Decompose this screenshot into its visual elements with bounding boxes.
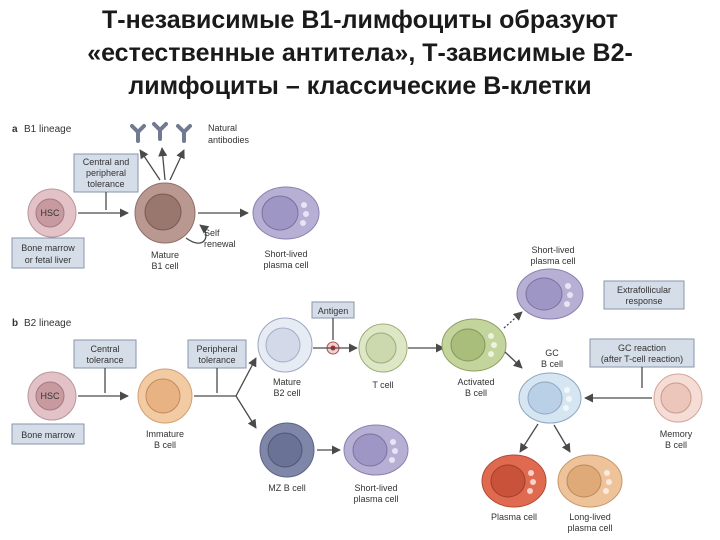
short-lived-plasma-cell-top [517, 269, 583, 319]
hsc-label-b: HSC [40, 391, 60, 401]
extrafollicular-line2: response [625, 296, 662, 306]
t-cell-label: T cell [372, 380, 393, 390]
hsc-label-a: HSC [40, 208, 60, 218]
short-lived-plasma-cell-a [253, 187, 319, 239]
long-lived-label-1: Long-lived [569, 512, 611, 522]
natural-antibodies-label-2: antibodies [208, 135, 250, 145]
origin-box-a-line2: or fetal liver [25, 255, 72, 265]
gc-label-1: GC [545, 348, 559, 358]
peripheral-tolerance-line2: tolerance [198, 355, 235, 365]
arrow-b1-antibody-2 [162, 148, 165, 180]
arrow-b1-antibody-3 [170, 150, 184, 180]
gc-reaction-line1: GC reaction [618, 343, 666, 353]
origin-box-b-label: Bone marrow [21, 430, 75, 440]
immature-label-1: Immature [146, 429, 184, 439]
origin-box-a-line1: Bone marrow [21, 243, 75, 253]
mature-b1-label-2: B1 cell [151, 261, 178, 271]
activated-label-2: B cell [465, 388, 487, 398]
plasma-cell [482, 455, 546, 507]
activated-b-cell [442, 319, 506, 371]
plasma-cell-label: Plasma cell [491, 512, 537, 522]
memory-b-cell [654, 374, 702, 422]
arrow-activated-gc [505, 352, 522, 368]
peripheral-tolerance-line1: Peripheral [196, 344, 237, 354]
natural-antibodies-icon [132, 124, 190, 141]
t-cell [359, 324, 407, 372]
central-tolerance-line2: tolerance [86, 355, 123, 365]
short-lived-plasma-cell-mz [344, 425, 408, 475]
activated-label-1: Activated [457, 377, 494, 387]
mz-b-cell [260, 423, 314, 477]
mature-b2-label-1: Mature [273, 377, 301, 387]
antigen-label: Antigen [318, 306, 349, 316]
long-lived-plasma-cell [558, 455, 622, 507]
mz-label: MZ B cell [268, 483, 306, 493]
gc-b-cell [519, 373, 581, 423]
panel-a-lineage: B1 lineage [24, 124, 72, 135]
mature-b1-label-1: Mature [151, 250, 179, 260]
memory-label-2: B cell [665, 440, 687, 450]
memory-label-1: Memory [660, 429, 693, 439]
immature-label-2: B cell [154, 440, 176, 450]
tolerance-box-a-line3: tolerance [87, 179, 124, 189]
plasma-a-label-2: plasma cell [263, 260, 308, 270]
self-renewal-label-2: renewal [204, 239, 236, 249]
extrafollicular-line1: Extrafollicular [617, 285, 671, 295]
plasma-a-label-1: Short-lived [264, 249, 307, 259]
panel-a-letter: a [12, 124, 18, 135]
mature-b1-cell [135, 183, 195, 243]
natural-antibodies-label-1: Natural [208, 123, 237, 133]
arrow-gc-long-lived [554, 425, 570, 452]
arrow-activated-plasma [504, 312, 522, 328]
self-renewal-label-1: Self [204, 228, 220, 238]
central-tolerance-line1: Central [90, 344, 119, 354]
immature-b-cell [138, 369, 192, 423]
mz-plasma-label-2: plasma cell [353, 494, 398, 504]
arrow-b1-antibody-1 [140, 150, 160, 180]
panel-b-lineage: B2 lineage [24, 318, 72, 329]
mz-plasma-label-1: Short-lived [354, 483, 397, 493]
tolerance-box-a-line1: Central and [83, 157, 130, 167]
plasma-top-label-2: plasma cell [530, 256, 575, 266]
mature-b2-cell [258, 318, 312, 372]
gc-reaction-line2: (after T-cell reaction) [601, 354, 683, 364]
plasma-top-label-1: Short-lived [531, 245, 574, 255]
arrow-gc-plasma [520, 424, 538, 452]
long-lived-label-2: plasma cell [567, 523, 612, 533]
panel-b-letter: b [12, 318, 18, 329]
mature-b2-label-2: B2 cell [273, 388, 300, 398]
tolerance-box-a-line2: peripheral [86, 168, 126, 178]
gc-label-2: B cell [541, 359, 563, 369]
arrow-immature-mz [236, 396, 256, 428]
